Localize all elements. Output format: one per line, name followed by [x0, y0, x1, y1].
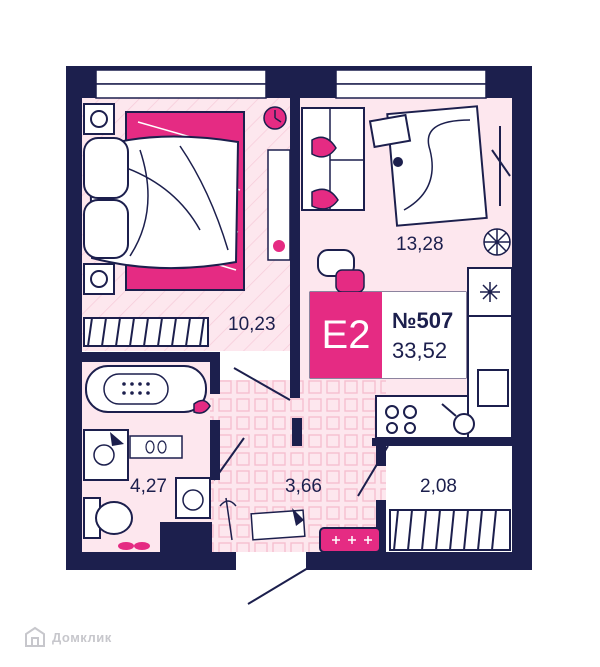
- entry-bench: [319, 527, 381, 553]
- easel-icon: [491, 126, 511, 206]
- washbasin: [83, 429, 129, 481]
- washing-machine: [175, 477, 211, 519]
- domclick-logo-icon: [25, 626, 45, 647]
- slippers-icon: [118, 542, 150, 550]
- storage-rack: [389, 509, 511, 551]
- room-area-storage: 2,08: [420, 476, 457, 497]
- stove-icon: [385, 405, 417, 434]
- room-area-living-kitchen: 13,28: [396, 234, 444, 255]
- room-area-bathroom: 4,27: [130, 476, 167, 497]
- bathtub: [85, 365, 211, 414]
- windows: [95, 69, 487, 99]
- wall-clock-icon: [263, 106, 287, 130]
- fridge: [467, 267, 513, 317]
- watermark: Домклик: [24, 626, 112, 648]
- rug: [386, 105, 488, 227]
- pan-icon: [441, 403, 475, 435]
- nightstand-top: [83, 103, 115, 135]
- room-area-hallway: 3,66: [285, 476, 322, 497]
- bedroom-wardrobe: [267, 149, 291, 261]
- toilet: [83, 497, 133, 539]
- umbrella-icon: [219, 497, 237, 541]
- door-swings: [213, 367, 389, 605]
- dining-chair: [317, 249, 365, 293]
- apartment-code: E2: [310, 292, 382, 378]
- apartment-number: №507: [392, 308, 454, 333]
- laptop-icon: [368, 113, 412, 167]
- nightstand-bottom: [83, 263, 115, 295]
- bed: [83, 111, 245, 291]
- apartment-total-area: 33,52: [392, 338, 448, 363]
- room-area-bedroom: 10,23: [228, 314, 276, 335]
- watermark-text: Домклик: [52, 629, 112, 645]
- closet-rail: [83, 317, 209, 347]
- shoe-mat: [250, 508, 306, 541]
- plant-icon: [483, 228, 511, 256]
- kitchen-counter: [375, 315, 513, 439]
- sofa: [301, 107, 365, 211]
- bath-mat: [129, 435, 183, 459]
- apartment-badge: E2 №507 33,52: [310, 292, 466, 378]
